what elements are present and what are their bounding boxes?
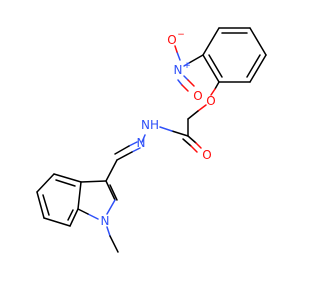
bond: [106, 226, 111, 237]
bond: [249, 54, 267, 83]
bond: [183, 75, 189, 81]
bond: [114, 145, 130, 155]
bond: [249, 27, 267, 56]
nitrophenyl-ring: [202, 27, 267, 83]
indole-ring: N: [36, 173, 119, 253]
bond: [195, 142, 202, 149]
bond: [197, 104, 207, 112]
structure-svg: N + O − O O O NH N: [36, 27, 267, 253]
bond: [69, 208, 79, 227]
bond: [109, 235, 119, 253]
bond: [128, 141, 138, 147]
bond: [171, 130, 189, 137]
nitro-oxygen-label: O: [193, 89, 202, 103]
carbonyl-oxygen-label: O: [202, 148, 211, 162]
bond: [80, 180, 107, 183]
amide-group: O NH: [141, 118, 212, 162]
nitro-nitrogen-label: N: [174, 63, 183, 77]
bond: [116, 151, 133, 161]
nitro-oxygen-minus-label: O: [167, 33, 176, 47]
bond: [43, 217, 71, 227]
bond: [106, 199, 116, 215]
bond: [77, 181, 82, 210]
bond: [159, 126, 173, 132]
bond: [183, 62, 190, 67]
bond: [187, 79, 195, 87]
molecule-diagram: N + O − O O O NH N: [36, 27, 267, 253]
bond: [210, 88, 216, 96]
bond: [109, 184, 118, 201]
bond: [36, 191, 45, 219]
bond: [131, 147, 141, 153]
hydrazone-linker: N: [105, 134, 146, 182]
bond: [55, 179, 76, 187]
bond: [67, 209, 74, 221]
indole-nitrogen-label: N: [101, 214, 110, 228]
bond: [202, 27, 220, 56]
bond: [77, 208, 89, 215]
bond: [53, 173, 82, 183]
bond: [202, 54, 220, 83]
ether-oxygen-label: O: [206, 94, 215, 108]
bond: [42, 194, 50, 216]
bond: [181, 84, 189, 92]
bond: [246, 54, 261, 78]
bond: [176, 51, 181, 61]
nitro-oxygen-charge: −: [177, 30, 185, 40]
bond: [214, 81, 220, 90]
bond: [188, 54, 204, 64]
bond: [187, 135, 197, 144]
bond: [187, 110, 199, 120]
bond: [190, 145, 198, 153]
nitro-nitrogen-charge: +: [183, 61, 191, 71]
bond: [208, 54, 223, 78]
bond: [105, 159, 118, 182]
bond: [177, 79, 183, 86]
ether-linker: O: [187, 81, 220, 120]
bond: [141, 134, 146, 143]
bond: [36, 173, 55, 193]
hydrazone-nitrogen-label: N: [137, 136, 146, 150]
bond: [87, 213, 99, 220]
nitro-group: N + O − O: [167, 30, 204, 103]
bond: [174, 45, 178, 53]
hydrazide-nh-label: NH: [141, 118, 159, 132]
bond: [105, 180, 116, 201]
bond: [182, 138, 192, 147]
